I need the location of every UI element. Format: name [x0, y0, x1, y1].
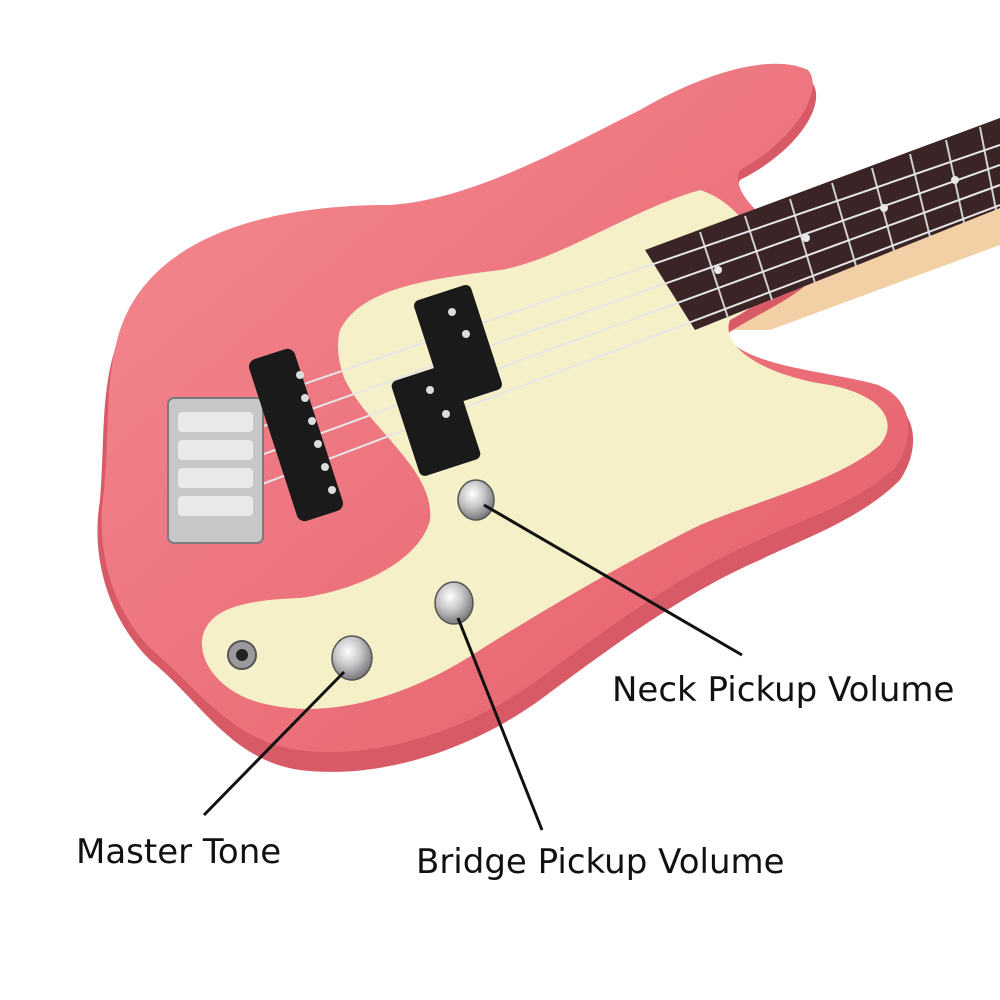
chrome-knob-icon [434, 581, 474, 625]
strings [204, 144, 1000, 501]
chrome-knob-icon [331, 635, 373, 681]
output-jack-icon [227, 640, 257, 670]
label-neck-pickup-volume: Neck Pickup Volume [612, 670, 955, 710]
callout-lines [202, 503, 743, 831]
label-bridge-pickup-volume: Bridge Pickup Volume [416, 842, 785, 882]
callout-line-neck [483, 503, 743, 657]
bass-bridge-icon [167, 397, 264, 544]
label-master-tone: Master Tone [76, 832, 282, 872]
callout-line-master [202, 670, 346, 817]
fretboard [645, 118, 1000, 330]
callout-line-bridge [456, 617, 544, 831]
neck-pickup [391, 284, 502, 476]
chrome-knob-icon [457, 479, 495, 521]
bridge-pickup [248, 348, 344, 522]
